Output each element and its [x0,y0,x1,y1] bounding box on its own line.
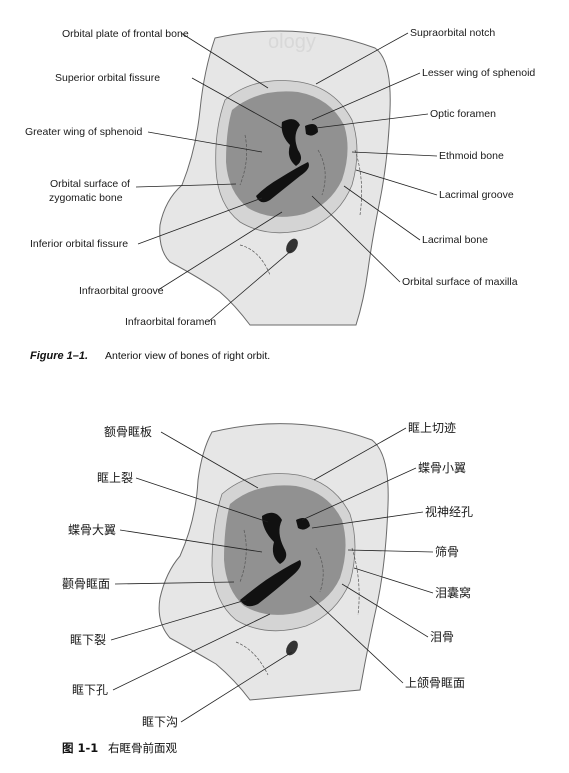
label-cn-infraorbital-groove: 眶下沟 [142,715,178,729]
label-cn-orbital-plate-frontal: 额骨眶板 [104,425,152,439]
figure-2-illustration [158,423,389,701]
label-infraorbital-foramen: Infraorbital foramen [125,316,216,328]
label-cn-lesser-wing-sphenoid: 蝶骨小翼 [418,460,466,475]
label-infraorbital-groove: Infraorbital groove [79,285,164,297]
label-inferior-orbital-fissure: Inferior orbital fissure [30,238,128,250]
label-lesser-wing-sphenoid: Lesser wing of sphenoid [422,67,535,79]
label-optic-foramen: Optic foramen [430,108,496,120]
label-cn-ethmoid-bone: 筛骨 [435,544,459,559]
figure-1-caption: Figure 1–1. Anterior view of bones of ri… [30,350,270,362]
label-cn-greater-wing-sphenoid: 蝶骨大翼 [68,522,116,537]
label-greater-wing-sphenoid: Greater wing of sphenoid [25,126,142,138]
caption-2-text: 右眶骨前面观 [108,741,177,755]
label-superior-orbital-fissure: Superior orbital fissure [55,72,160,84]
label-ethmoid-bone: Ethmoid bone [439,150,504,162]
label-orbital-plate-frontal: Orbital plate of frontal bone [62,28,189,40]
label-supraorbital-notch: Supraorbital notch [410,27,495,39]
figure-2-leaders [110,427,434,723]
label-lacrimal-groove: Lacrimal groove [439,189,514,201]
figure-2-caption: 图 1-1 右眶骨前面观 [62,741,177,755]
caption-1-text: Anterior view of bones of right orbit. [105,350,270,362]
label-orbital-surface-zygomatic-line2: zygomatic bone [49,192,123,204]
figure-1-leaders [135,32,438,322]
label-cn-supraorbital-notch: 眶上切迹 [408,421,456,435]
figure-1-labels: Orbital plate of frontal bone Superior o… [25,27,535,328]
caption-2-number: 图 1-1 [62,741,98,755]
label-orbital-surface-maxilla: Orbital surface of maxilla [402,276,518,288]
label-cn-orbital-surface-zygomatic: 颧骨眶面 [62,577,110,591]
label-orbital-surface-zygomatic-line1: Orbital surface of [50,178,130,190]
label-cn-lacrimal-bone: 泪骨 [430,630,454,644]
label-cn-infraorbital-foramen: 眶下孔 [72,683,108,697]
watermark-text: ology [268,31,316,53]
label-cn-superior-orbital-fissure: 眶上裂 [97,471,133,485]
label-lacrimal-bone: Lacrimal bone [422,234,488,246]
label-cn-lacrimal-groove: 泪囊窝 [435,585,471,600]
label-cn-orbital-surface-maxilla: 上颌骨眶面 [405,675,465,690]
label-cn-optic-foramen: 视神经孔 [425,504,473,519]
figure-1-illustration: ology [159,30,391,326]
figure-2-labels: 额骨眶板 眶上裂 蝶骨大翼 颧骨眶面 眶下裂 眶下孔 眶下沟 眶上切迹 蝶骨小翼… [62,421,473,729]
label-cn-inferior-orbital-fissure: 眶下裂 [70,633,106,647]
caption-1-number: Figure 1–1. [30,350,88,362]
